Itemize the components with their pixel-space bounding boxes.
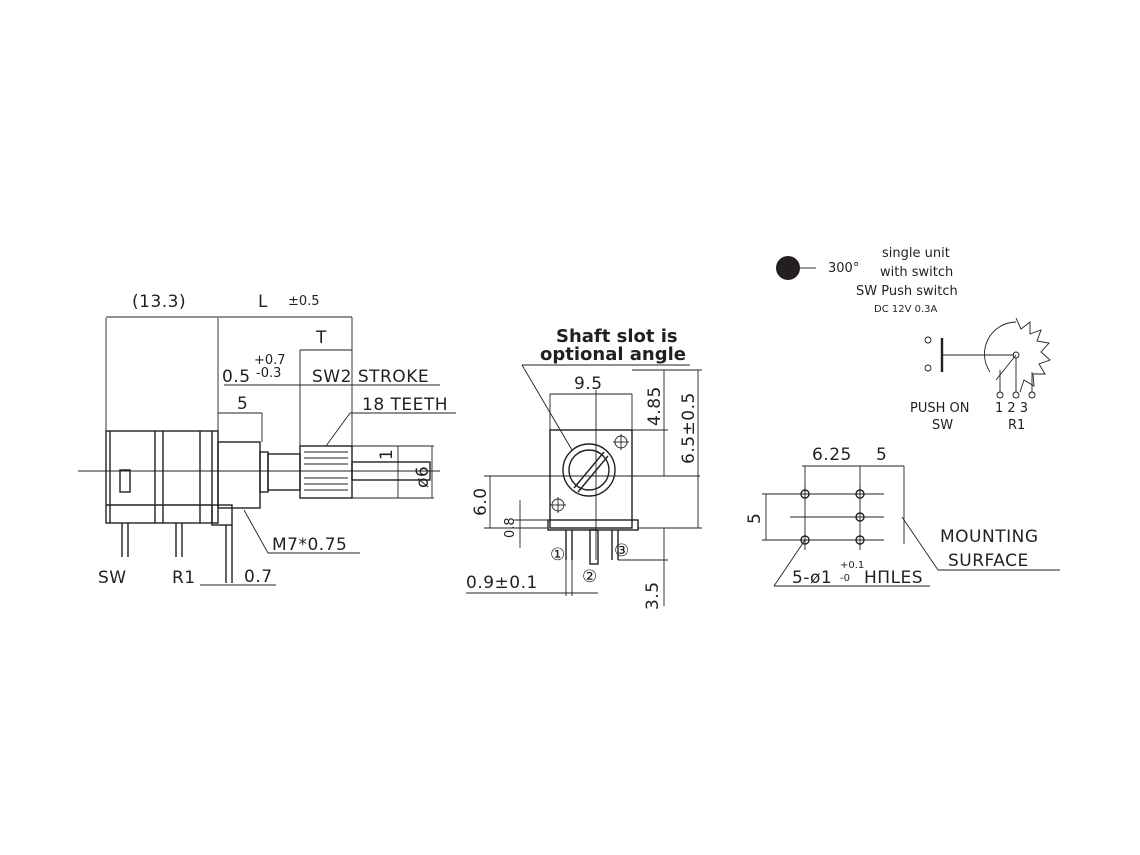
dim-stroke-minus: -0.3 [256, 366, 281, 381]
side-slot-tip [351, 461, 431, 481]
hole [855, 512, 865, 522]
dim-5: 5 [237, 394, 248, 414]
front-body [549, 429, 633, 529]
dim-stroke-plus: +0.7 [254, 353, 286, 368]
front-knob-outer [562, 443, 616, 497]
dim-body-length: (13.3) [132, 292, 186, 312]
dim-9-5: 9.5 [574, 374, 603, 394]
hole [800, 535, 810, 545]
surface-label: SURFACE [948, 551, 1029, 571]
switch-label: SW [932, 418, 953, 433]
dim-5-vertical: 5 [745, 513, 765, 524]
r1-label: R1 [1008, 418, 1025, 433]
dim-dia6: ø6 [413, 466, 433, 488]
dim-0-8: 0.8 [503, 517, 518, 538]
front-shaft-slot [573, 451, 605, 489]
rotation-angle: 300° [828, 261, 859, 276]
holes-tol-minus: -0 [840, 573, 850, 584]
dim-L-tol: ±0.5 [288, 294, 320, 309]
dim-L: L [258, 292, 268, 312]
dim-6-0: 6.0 [471, 487, 491, 516]
slot-note-line2: optional angle [540, 344, 686, 365]
side-shaft [267, 453, 301, 491]
thread-label: M7*0.75 [272, 535, 347, 555]
dim-5-horizontal: 5 [876, 445, 887, 465]
dim-1: 1 [377, 449, 397, 460]
dim-T: T [315, 328, 327, 348]
dim-0-7: 0.7 [244, 567, 273, 587]
teeth-label: 18 TEETH [362, 395, 448, 415]
hole [800, 489, 810, 499]
mounting-label: MOUNTING [940, 527, 1039, 547]
dim-6-25: 6.25 [812, 445, 852, 465]
spec-line3: SW Push switch [856, 284, 958, 299]
hole [855, 489, 865, 499]
spec-line1: single unit [882, 246, 950, 261]
unit-dot-icon [776, 256, 800, 280]
side-bushing [217, 441, 261, 509]
side-body [105, 430, 219, 524]
pin3-label: ③ [614, 541, 630, 561]
potentiometer-gear-icon [1015, 317, 1051, 393]
dim-6-5: 6.5±0.5 [679, 392, 699, 464]
holes-tol-plus: +0.1 [840, 560, 864, 571]
sw-terminal-label: SW [98, 568, 127, 588]
dim-0-9: 0.9±0.1 [466, 573, 538, 593]
dim-stroke: 0.5 [222, 367, 251, 387]
pin-numbers: 1 2 3 [995, 401, 1028, 416]
schematic: 300° single unit with switch SW Push swi… [776, 246, 1051, 433]
slot-note-line1: Shaft slot is [556, 326, 678, 347]
pin1-label: ① [550, 545, 566, 565]
spec-line2: with switch [880, 265, 953, 280]
dim-4-85: 4.85 [645, 386, 665, 426]
dim-3-5: 3.5 [643, 581, 663, 610]
pcb-layout: 6.25 5 5 5-ø1 +0.1 -0 HΠLES MOUNTING S [745, 445, 1060, 588]
front-knob-inner [568, 449, 610, 491]
r1-terminal-label: R1 [172, 568, 196, 588]
stroke-label: SW2 STROKE [312, 367, 429, 387]
holes-label: 5-ø1 [792, 568, 832, 588]
mounting-holes [800, 489, 865, 545]
side-view: (13.3) L ±0.5 T 0.5 +0.7 -0.3 SW2 STROKE… [78, 292, 456, 588]
push-on-label: PUSH ON [910, 401, 969, 416]
slot-note-leader [521, 364, 573, 451]
front-view: Shaft slot is optional angle ① ② ③ [466, 326, 702, 610]
hole [855, 535, 865, 545]
holes-suffix: HΠLES [864, 568, 923, 588]
knurl-teeth [304, 451, 348, 491]
spec-rating: DC 12V 0.3A [874, 304, 938, 315]
pin2-label: ② [582, 567, 598, 587]
